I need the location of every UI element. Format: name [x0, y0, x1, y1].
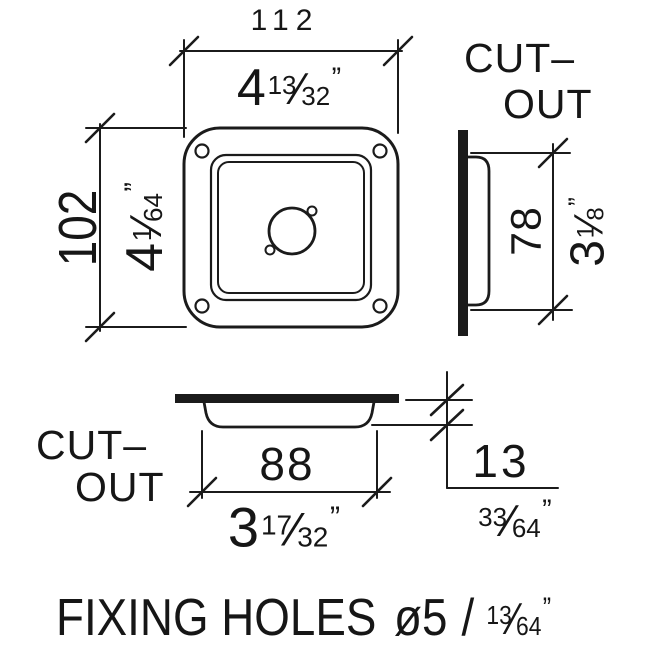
fraction-slash: ⁄: [290, 503, 299, 557]
inch-mark: ”: [542, 494, 552, 527]
inch-mark: ”: [542, 592, 552, 625]
cutout-label-right-line2: OUT: [503, 81, 593, 127]
dim-depth-mm: 13: [472, 435, 530, 487]
tick-mark: [537, 294, 569, 326]
fixing-hole-bottom-left: [194, 298, 210, 314]
fraction-numerator: 13: [486, 600, 512, 631]
inch-mark: ”: [329, 499, 341, 535]
fraction-numerator: 33: [478, 502, 508, 533]
fraction-numerator: 17: [260, 509, 293, 541]
fixing-hole-top-right: [372, 143, 388, 159]
recess-outer-edge: [209, 153, 373, 302]
fraction-whole: 4: [116, 243, 174, 272]
fraction-denominator: 32: [301, 81, 331, 111]
fraction-denominator: 64: [138, 193, 168, 222]
connector-hole: [267, 206, 317, 256]
fraction-slash: ⁄: [565, 219, 612, 227]
dim-width-mm: 112: [250, 4, 320, 37]
tick-mark: [84, 112, 116, 144]
dimension-height: [84, 112, 187, 343]
fixing-hole-bottom-right: [372, 298, 388, 314]
fixing-hole-top-left: [194, 143, 210, 159]
dish-profile: [465, 155, 491, 307]
fraction-slash: ⁄: [505, 497, 514, 547]
connector-screw-hole-bottom: [264, 244, 276, 256]
plate-outline: [182, 126, 400, 329]
dim-depth-inches: 33⁄64”: [476, 494, 552, 548]
fraction-whole: 3: [561, 240, 615, 267]
fraction-numerator: 13: [267, 70, 297, 101]
dim-height-mm: 102: [48, 189, 108, 267]
fixing-holes-text: FIXING HOLES: [56, 589, 377, 647]
fraction-numerator: 1: [127, 226, 158, 242]
fraction-denominator: 32: [297, 521, 329, 553]
inch-mark: ”: [563, 197, 594, 206]
fraction-denominator: 64: [511, 513, 541, 543]
tick-mark: [429, 408, 465, 442]
dim-cutout-width-mm: 88: [259, 438, 315, 490]
dimension-width: [168, 35, 414, 138]
cutout-label-bottom-line1: CUT–: [36, 422, 148, 468]
fraction-numerator: 1: [572, 225, 600, 239]
top-view: [182, 126, 400, 329]
recess-inner-edge: [217, 161, 365, 294]
dim-cutout-height-mm: 78: [502, 206, 551, 256]
cutout-label-right-line1: CUT–: [464, 35, 576, 81]
tick-mark: [361, 476, 393, 508]
fraction-slash: ⁄: [122, 220, 172, 229]
bottom-view: [175, 394, 399, 508]
fraction-slash: ⁄: [510, 595, 518, 645]
tick-mark: [382, 35, 414, 67]
dish-profile: [202, 400, 376, 429]
fraction-denominator: 64: [515, 611, 542, 641]
inch-mark: ”: [119, 182, 152, 192]
tick-mark: [429, 383, 465, 417]
panel-flange-edge: [458, 130, 468, 336]
separator-slash: /: [461, 589, 475, 647]
side-view: [458, 130, 573, 336]
tick-mark: [168, 35, 200, 67]
tick-mark: [186, 476, 218, 508]
inch-mark: ”: [331, 62, 342, 95]
hole-diameter-inches: 13⁄64”: [485, 594, 551, 645]
panel-flange-edge: [175, 394, 399, 403]
connector-screw-hole-top: [306, 205, 318, 217]
dimension-depth: [371, 371, 559, 489]
hole-diameter: ø5: [393, 589, 448, 647]
tick-mark: [84, 311, 116, 343]
tick-mark: [537, 137, 569, 169]
fraction-slash: ⁄: [295, 65, 303, 115]
cutout-label-bottom-line2: OUT: [75, 464, 165, 510]
fraction-whole: 4: [236, 59, 266, 117]
fraction-whole: 3: [227, 495, 259, 559]
